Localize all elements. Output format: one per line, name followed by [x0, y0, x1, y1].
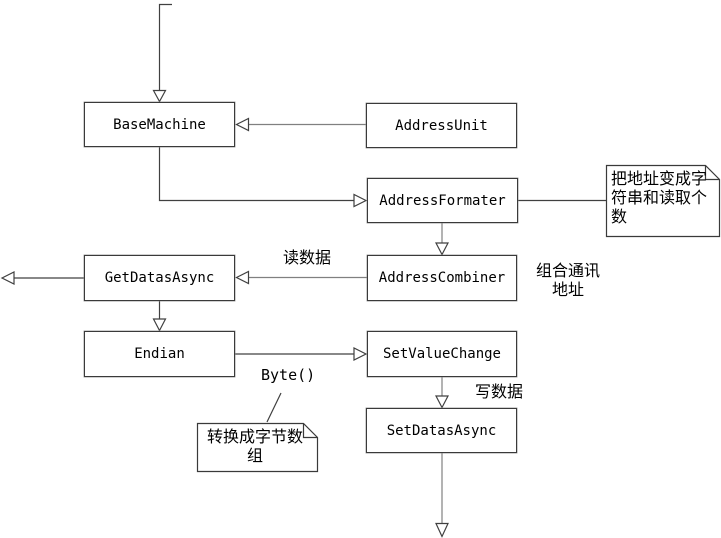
note-leader-line	[266, 392, 282, 423]
node-addressformater[interactable]: AddressFormater	[367, 178, 518, 223]
connector-setvaluechange-to-setdatasasync	[435, 377, 449, 409]
note-shape-address[interactable]	[605, 164, 721, 238]
node-endian[interactable]: Endian	[84, 331, 235, 377]
node-setdatasasync-label: SetDatasAsync	[386, 422, 497, 439]
edge-label-byte-call: Byte()	[261, 366, 316, 384]
connector-addressformater-to-addresscombiner	[435, 223, 449, 256]
node-addresscombiner[interactable]: AddressCombiner	[367, 255, 517, 301]
node-getdatasasync-label: GetDatasAsync	[104, 270, 215, 286]
note-shape-byte[interactable]	[196, 422, 319, 473]
node-addressunit-label: AddressUnit	[395, 117, 488, 134]
node-setvaluechange[interactable]: SetValueChange	[367, 331, 517, 377]
edge-label-read-data: 读数据	[283, 248, 332, 267]
node-addressformater-label: AddressFormater	[379, 192, 506, 209]
node-setdatasasync[interactable]: SetDatasAsync	[366, 408, 517, 453]
note-text-byte: 转换成字节数组	[206, 427, 303, 465]
connector-addressunit-to-basemachine	[235, 117, 366, 132]
node-basemachine-label: BaseMachine	[113, 116, 206, 133]
edge-label-combine-address: 组合通讯 地址	[535, 261, 600, 299]
node-addressunit[interactable]: AddressUnit	[366, 103, 517, 148]
node-addresscombiner-label: AddressCombiner	[378, 270, 506, 286]
connector-getdatasasync-to-left	[0, 271, 84, 285]
connector-addresscombiner-to-getdatasasync	[235, 270, 367, 285]
note-text-address: 把地址变成字符串和读取个数	[611, 169, 708, 226]
edge-label-write-data: 写数据	[475, 382, 524, 401]
connector-setdatasasync-to-bottom	[435, 453, 449, 538]
connector-top-to-basemachine	[152, 3, 172, 103]
node-basemachine[interactable]: BaseMachine	[84, 102, 235, 147]
connector-endian-to-setvaluechange	[235, 347, 368, 361]
node-setvaluechange-label: SetValueChange	[382, 346, 501, 362]
node-getdatasasync[interactable]: GetDatasAsync	[84, 255, 235, 301]
connector-basemachine-to-addressformater	[158, 147, 368, 208]
node-endian-label: Endian	[134, 346, 185, 362]
connector-getdatasasync-to-endian	[152, 301, 167, 332]
